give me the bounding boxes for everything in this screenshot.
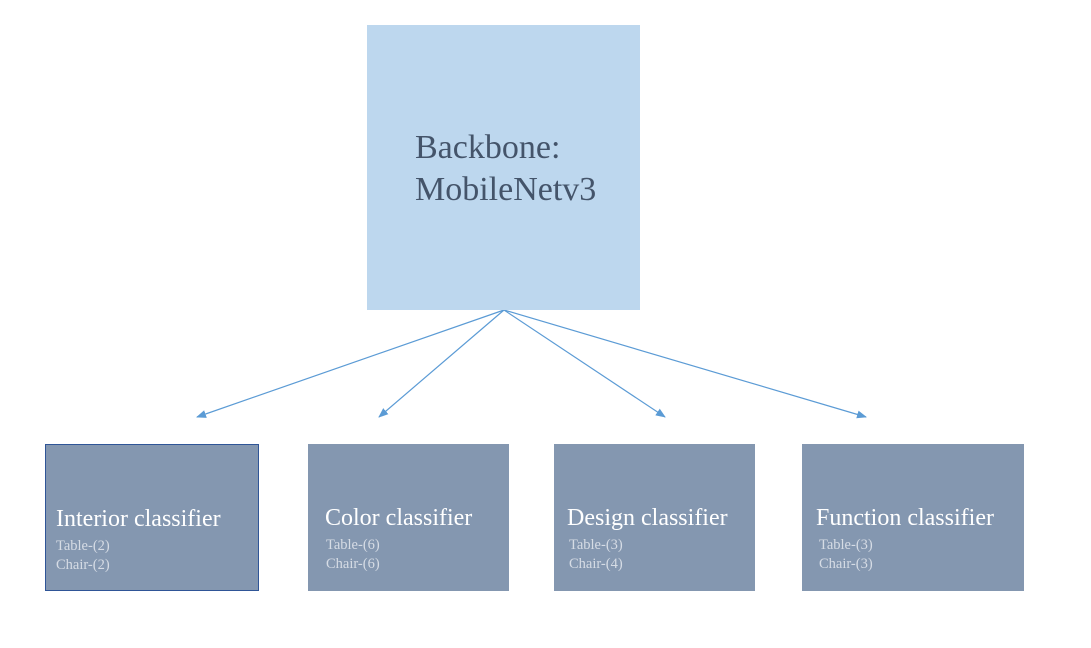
color-classifier-item-table: Table-(6) [326,537,380,553]
arrow-to-interior-classifier [196,309,505,418]
interior-classifier-box: Interior classifier Table-(2) Chair-(2) [45,444,259,591]
interior-classifier-title: Interior classifier [56,506,221,532]
interior-classifier-item-chair: Chair-(2) [56,557,110,573]
function-classifier-item-table: Table-(3) [819,537,873,553]
design-classifier-box: Design classifier Table-(3) Chair-(4) [554,444,755,591]
backbone-model-name: MobileNetv3 [415,171,597,208]
design-classifier-title: Design classifier [567,505,728,531]
arrow-to-design-classifier [503,309,666,418]
backbone-label: Backbone: [415,129,561,166]
backbone-title: Backbone: MobileNetv3 [415,127,635,211]
interior-classifier-items: Table-(2) Chair-(2) [56,537,110,575]
function-classifier-box: Function classifier Table-(3) Chair-(3) [802,444,1024,591]
design-classifier-item-table: Table-(3) [569,537,623,553]
arrow-to-color-classifier [378,309,505,418]
design-classifier-item-chair: Chair-(4) [569,556,623,572]
color-classifier-box: Color classifier Table-(6) Chair-(6) [308,444,509,591]
function-classifier-item-chair: Chair-(3) [819,556,873,572]
function-classifier-title: Function classifier [816,505,994,531]
design-classifier-items: Table-(3) Chair-(4) [569,536,623,574]
interior-classifier-item-table: Table-(2) [56,538,110,554]
function-classifier-items: Table-(3) Chair-(3) [819,536,873,574]
arrow-to-function-classifier [503,309,867,419]
color-classifier-items: Table-(6) Chair-(6) [326,536,380,574]
color-classifier-title: Color classifier [325,505,473,531]
color-classifier-item-chair: Chair-(6) [326,556,380,572]
backbone-box: Backbone: MobileNetv3 [367,25,640,310]
